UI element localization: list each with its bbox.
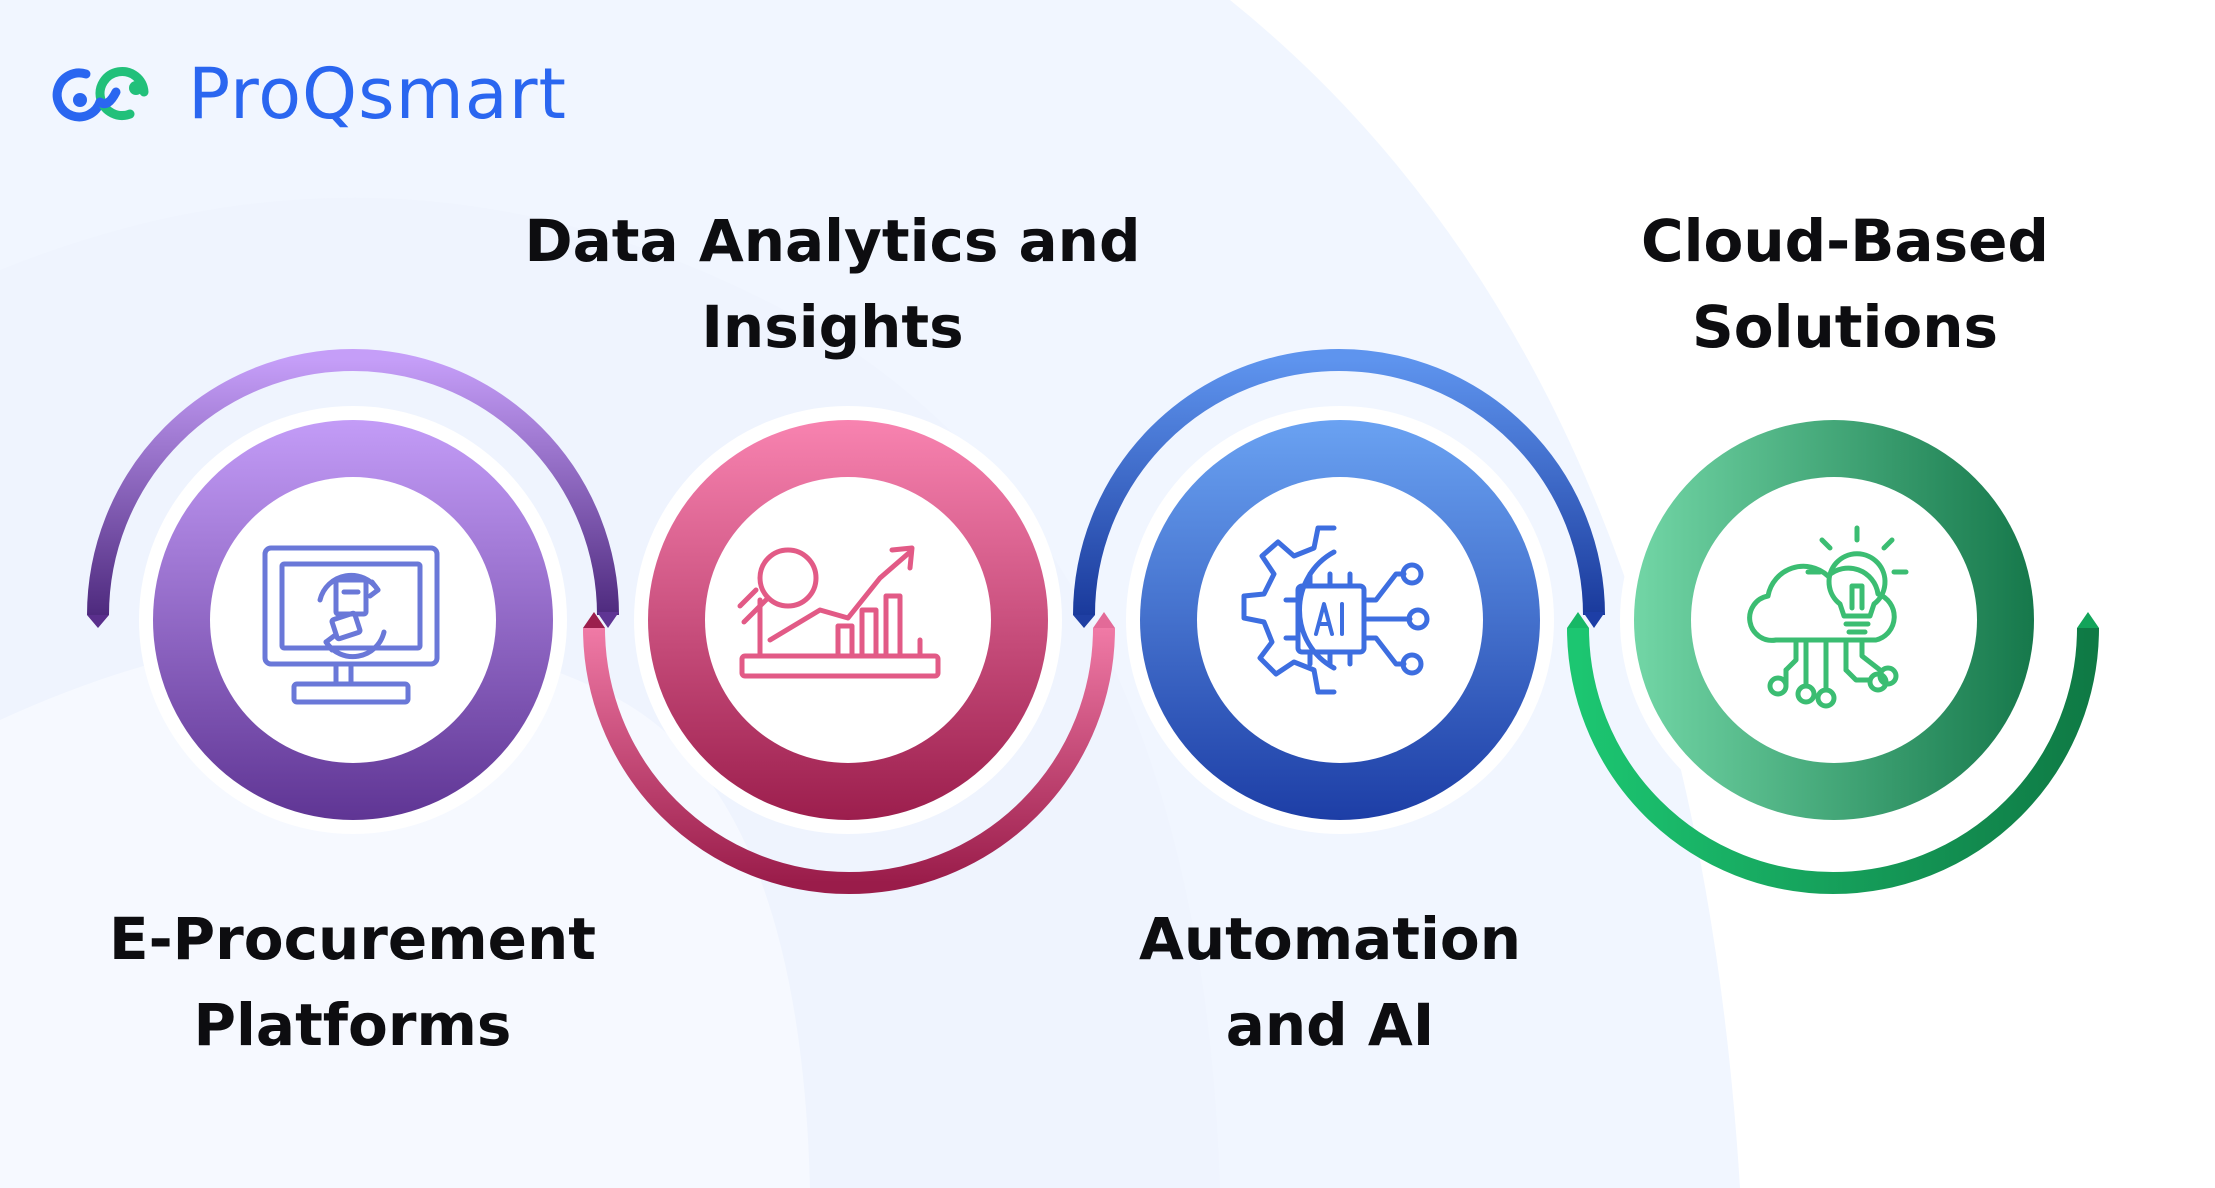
step-label-line: Cloud-Based <box>1641 207 2049 275</box>
computer-monitor-procurement-icon <box>262 545 440 705</box>
arc-data-analytics <box>583 627 1115 894</box>
step-label-line: Insights <box>701 293 964 361</box>
step-label-line: Platforms <box>193 991 512 1059</box>
brand-logo: ProQsmart <box>50 52 567 136</box>
step-label-cloud-based: Cloud-Based Solutions <box>1600 198 2090 370</box>
step-label-line: Solutions <box>1691 293 1999 361</box>
arc-cloud-based <box>1567 627 2099 894</box>
arc-automation-ai <box>1073 349 1605 616</box>
step-label-automation-ai: Automation and AI <box>1120 896 1540 1068</box>
analytics-chart-magnifier-icon <box>737 545 941 679</box>
proqsmart-logo-icon <box>52 67 149 122</box>
step-label-line: Automation <box>1138 905 1522 973</box>
step-label-line: E-Procurement <box>108 905 597 973</box>
connector-arcs <box>87 349 2099 894</box>
step-circle-e-procurement <box>139 406 567 834</box>
step-label-data-analytics: Data Analytics and Insights <box>520 198 1145 370</box>
brand-name: ProQsmart <box>188 53 567 135</box>
arc-e-procurement <box>87 349 619 616</box>
cloud-lightbulb-network-icon <box>1747 525 1909 709</box>
step-circle-cloud-based <box>1620 406 2048 834</box>
step-label-line: and AI <box>1225 991 1435 1059</box>
step-label-line: Data Analytics and <box>524 207 1141 275</box>
step-label-e-procurement: E-Procurement Platforms <box>60 896 645 1068</box>
ai-gear-circuit-icon <box>1241 525 1430 695</box>
